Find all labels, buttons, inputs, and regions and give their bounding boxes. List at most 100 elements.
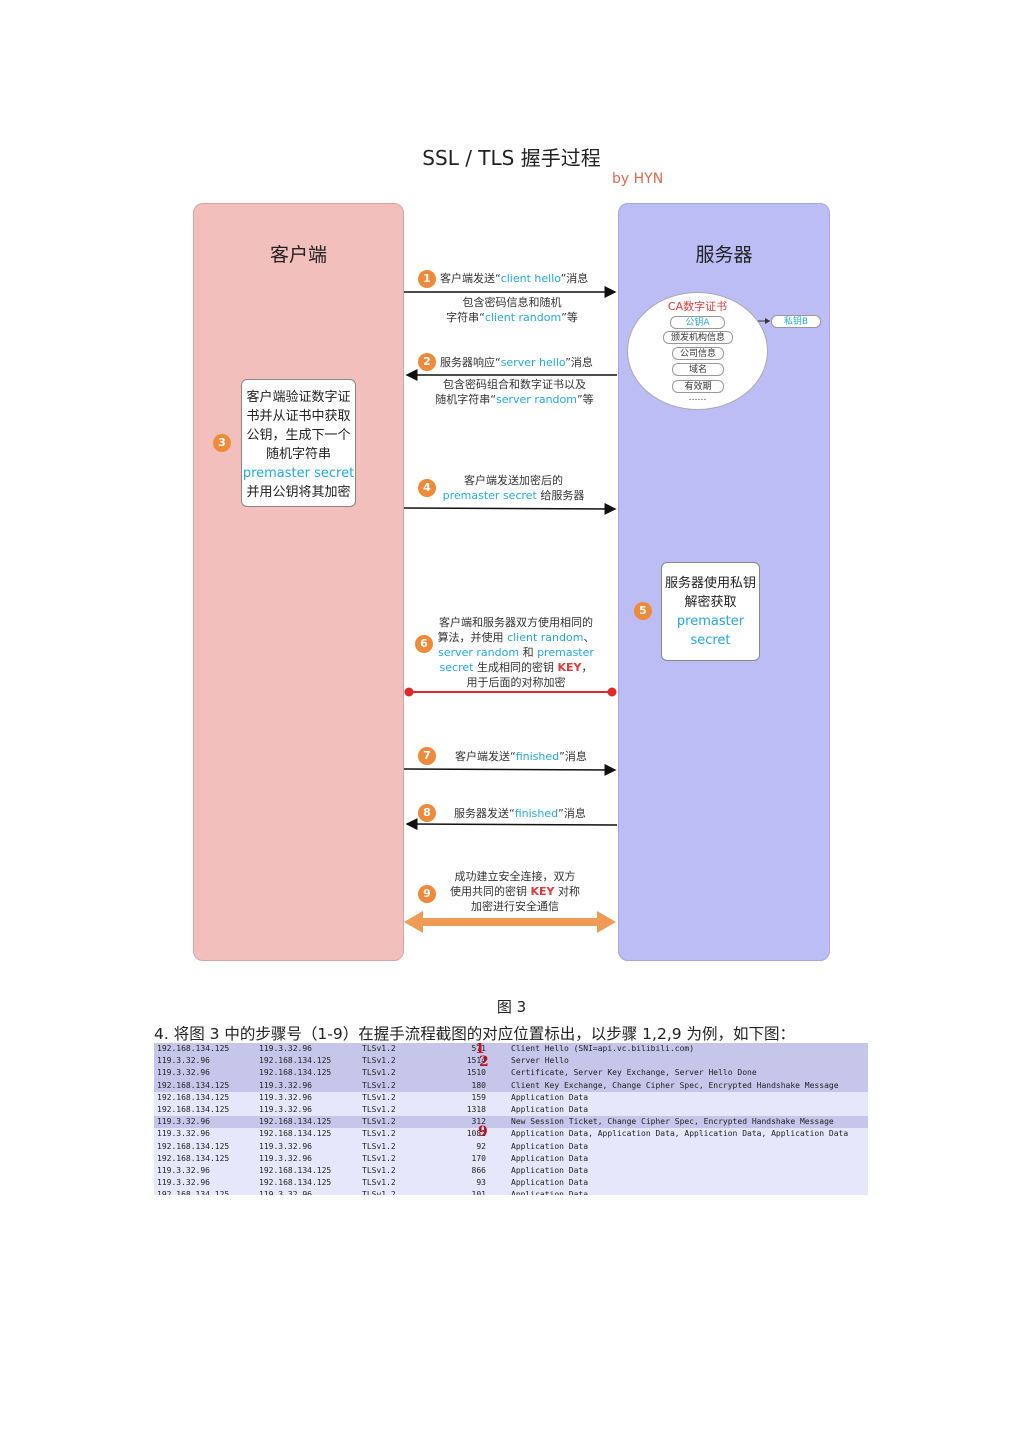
- row-destination: 119.3.32.96: [259, 1104, 312, 1114]
- row-info: Application Data: [511, 1190, 589, 1195]
- row-length: 1514: [466, 1056, 486, 1066]
- step-mark-2: 2: [479, 1054, 489, 1070]
- step-2-message: 服务器响应“server hello”消息: [440, 356, 593, 369]
- table-row[interactable]: 192.168.134.125 119.3.32.96 TLSv1.2 170 Appl…: [154, 1152, 868, 1165]
- row-source: 192.168.134.125: [157, 1080, 230, 1090]
- row-source: 192.168.134.125: [157, 1092, 230, 1102]
- row-length: 180: [471, 1080, 486, 1090]
- cert-validity: 有效期: [672, 380, 724, 393]
- row-length: 101: [471, 1190, 486, 1195]
- row-source: 119.3.32.96: [157, 1117, 210, 1127]
- cert-more: ……: [688, 393, 707, 403]
- row-info: Client Hello (SNI=api.vc.bilibili.com): [511, 1044, 695, 1053]
- table-row[interactable]: 119.3.32.96 192.168.134.125 TLSv1.2 93 Appli…: [154, 1177, 868, 1190]
- client-panel: 客户端: [193, 203, 404, 961]
- row-destination: 119.3.32.96: [259, 1141, 312, 1151]
- row-length: 92: [476, 1141, 486, 1151]
- row-info: Application Data: [511, 1104, 589, 1114]
- row-destination: 192.168.134.125: [259, 1178, 332, 1188]
- row-destination: 119.3.32.96: [259, 1080, 312, 1090]
- row-protocol: TLSv1.2: [362, 1056, 396, 1066]
- server-title: 服务器: [695, 244, 753, 266]
- row-destination: 119.3.32.96: [259, 1044, 312, 1053]
- step-7-message: 客户端发送“finished”消息: [455, 750, 587, 763]
- cert-private-key: 私钥B: [771, 315, 821, 328]
- row-length: 93: [476, 1178, 486, 1188]
- row-protocol: TLSv1.2: [362, 1141, 396, 1151]
- step-4-message: 客户端发送加密后的 premaster secret 给服务器: [442, 474, 585, 502]
- row-info: Application Data: [511, 1165, 589, 1175]
- ca-certificate: CA数字证书 公钥A 颁发机构信息 公司信息 域名 有效期 ……: [627, 292, 768, 410]
- diagram-title: SSL / TLS 握手过程: [422, 146, 601, 170]
- step-4-badge: 4: [418, 479, 436, 497]
- row-info: Application Data: [511, 1153, 589, 1163]
- step-5-badge: 5: [634, 602, 652, 620]
- row-info: Application Data, Application Data, Appl…: [511, 1129, 849, 1139]
- step-9-message: 成功建立安全连接，双方 使用共同的密钥 KEY 对称 加密进行安全通信: [449, 870, 580, 913]
- row-source: 192.168.134.125: [157, 1044, 230, 1053]
- row-protocol: TLSv1.2: [362, 1104, 396, 1114]
- row-protocol: TLSv1.2: [362, 1080, 396, 1090]
- row-source: 119.3.32.96: [157, 1129, 210, 1139]
- row-protocol: TLSv1.2: [362, 1190, 396, 1195]
- step-3-badge: 3: [213, 434, 231, 452]
- cert-public-key: 公钥A: [670, 316, 725, 329]
- step-mark-1: 1: [475, 1043, 485, 1057]
- double-arrow-step-9: [404, 911, 616, 933]
- table-row[interactable]: 192.168.134.125 119.3.32.96 TLSv1.2 180 Clie…: [154, 1079, 868, 1092]
- row-destination: 119.3.32.96: [259, 1190, 312, 1195]
- flow-arrows: [403, 286, 770, 933]
- row-source: 119.3.32.96: [157, 1165, 210, 1175]
- step-3-box: 客户端验证数字证 书并从证书中获取 公钥，生成下一个 随机字符串 premast…: [241, 379, 356, 507]
- step-8-badge: 8: [418, 804, 436, 822]
- cert-issuer: 颁发机构信息: [663, 331, 733, 344]
- row-length: 1318: [466, 1104, 486, 1114]
- row-info: Server Hello: [511, 1056, 569, 1066]
- row-info: Application Data: [511, 1178, 589, 1188]
- row-length: 170: [471, 1153, 486, 1163]
- step-1-message: 客户端发送“client hello”消息: [440, 272, 589, 285]
- row-source: 192.168.134.125: [157, 1153, 230, 1163]
- step-1-badge: 1: [418, 270, 436, 288]
- row-source: 119.3.32.96: [157, 1068, 210, 1078]
- dot-right-step-6: [607, 687, 617, 697]
- row-info: Client Key Exchange, Change Cipher Spec,…: [511, 1080, 839, 1090]
- row-protocol: TLSv1.2: [362, 1178, 396, 1188]
- cert-company: 公司信息: [672, 347, 724, 360]
- table-row[interactable]: 192.168.134.125 119.3.32.96 TLSv1.2 92 Appli…: [154, 1140, 868, 1153]
- row-length: 159: [471, 1092, 486, 1102]
- cert-title: CA数字证书: [667, 300, 728, 313]
- instruction-text: 4. 将图 3 中的步骤号（1-9）在握手流程截图的对应位置标出，以步骤 1,2…: [154, 1025, 796, 1043]
- row-protocol: TLSv1.2: [362, 1044, 396, 1053]
- row-destination: 192.168.134.125: [259, 1165, 332, 1175]
- step-1-detail: 包含密码信息和随机 字符串“client random”等: [446, 296, 578, 324]
- step-mark-9: 9: [478, 1124, 488, 1140]
- client-title: 客户端: [269, 244, 327, 266]
- row-source: 119.3.32.96: [157, 1056, 210, 1066]
- row-info: Application Data: [511, 1141, 589, 1151]
- cert-domain: 域名: [672, 363, 724, 376]
- step-7-badge: 7: [418, 747, 436, 765]
- row-source: 192.168.134.125: [157, 1141, 230, 1151]
- row-length: 1510: [466, 1068, 486, 1078]
- step-6-message: 客户端和服务器双方使用相同的 算法，并使用 client random、 ser…: [437, 616, 595, 689]
- row-protocol: TLSv1.2: [362, 1153, 396, 1163]
- arrow-step-7: [403, 763, 617, 776]
- step-5-box: 服务器使用私钥 解密获取 premaster secret: [661, 562, 760, 661]
- dot-left-step-6: [404, 687, 414, 697]
- row-length: 1082: [466, 1129, 486, 1139]
- row-destination: 119.3.32.96: [259, 1153, 312, 1163]
- row-source: 119.3.32.96: [157, 1178, 210, 1188]
- row-destination: 119.3.32.96: [259, 1092, 312, 1102]
- diagram-byline: by HYN: [612, 171, 664, 187]
